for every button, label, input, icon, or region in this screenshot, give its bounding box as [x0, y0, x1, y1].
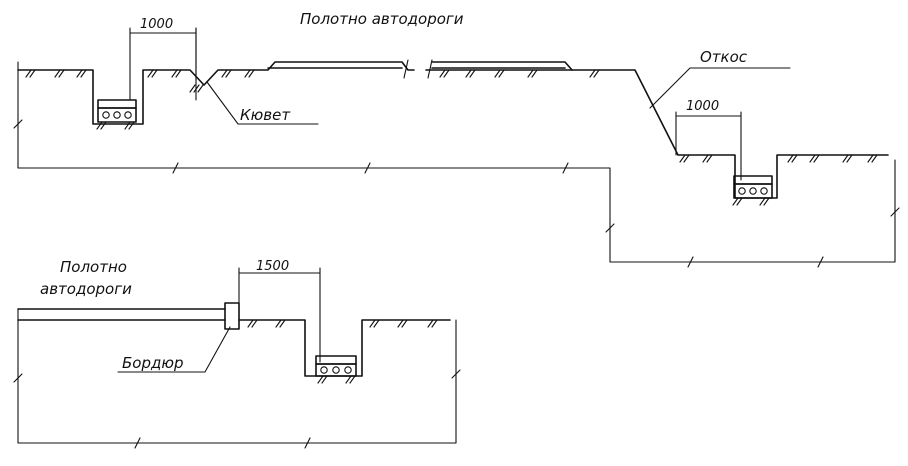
ground-hatching-bottom — [247, 319, 438, 384]
curb-leader — [117, 326, 231, 373]
top-section: 1000 1000 Полотно автодороги Кювет Откос — [13, 10, 900, 268]
ditch-label: Кювет — [240, 106, 291, 124]
slope-leader — [649, 67, 791, 109]
dimension-right-value: 1000 — [686, 99, 719, 114]
dimension-right — [675, 111, 742, 181]
slope-label: Откос — [700, 48, 748, 66]
curb — [224, 302, 240, 330]
road-break-left — [403, 59, 409, 79]
road-label-top: Полотно автодороги — [300, 10, 464, 28]
section-frame-top — [13, 61, 900, 268]
section-frame-bottom — [13, 308, 461, 449]
road-slab — [17, 308, 226, 321]
cable-block-left — [97, 99, 137, 123]
ground-profile-bottom — [238, 319, 451, 377]
dimension-bottom-value: 1500 — [256, 259, 289, 274]
dimension-left — [129, 27, 197, 101]
road-break-right — [427, 59, 433, 79]
curb-label: Бордюр — [122, 354, 184, 372]
bottom-section: 1500 Полотно автодороги Бордюр — [13, 258, 461, 449]
cable-block-bottom — [315, 355, 357, 377]
ground-profile-right — [425, 69, 889, 199]
ground-profile-left — [17, 61, 415, 125]
cable-block-right — [733, 175, 773, 199]
road-label-bottom-line2: автодороги — [40, 280, 132, 298]
dimension-bottom — [238, 267, 321, 363]
road-surface — [267, 61, 573, 71]
ground-hatching-top — [25, 69, 878, 206]
road-label-bottom-line1: Полотно — [60, 258, 127, 276]
dimension-left-value: 1000 — [140, 17, 173, 32]
ditch-leader — [206, 81, 319, 125]
